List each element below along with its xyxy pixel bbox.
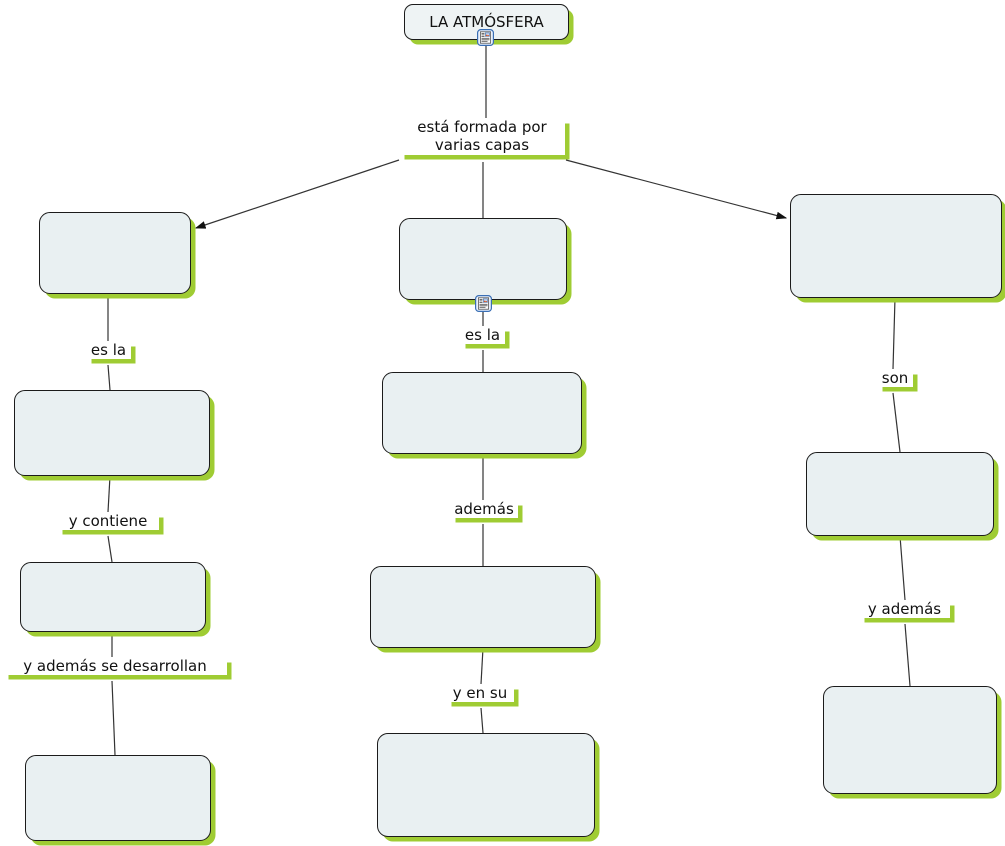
connector-e-lbl-right2 bbox=[892, 392, 901, 453]
linking-phrase-l-mid-3[interactable]: y en su bbox=[446, 684, 514, 702]
concept-node-n-right2[interactable] bbox=[806, 452, 994, 536]
connector-e-phrase-to-left bbox=[194, 159, 400, 229]
linking-phrase-l-left-3[interactable]: y además se desarrollan bbox=[3, 657, 227, 675]
connector-e-right1-lbl bbox=[892, 297, 896, 370]
connector-e-lbl-left2 bbox=[107, 364, 111, 391]
concept-node-n-left3[interactable] bbox=[20, 562, 206, 632]
concept-node-n-left2[interactable] bbox=[14, 390, 210, 476]
concept-node-n-left4[interactable] bbox=[25, 755, 211, 841]
connector-e-mid3-lbl bbox=[480, 647, 484, 685]
concept-node-n-mid1[interactable] bbox=[399, 218, 567, 300]
connector-e-lbl-right3 bbox=[904, 623, 911, 687]
linking-phrase-l-right-1[interactable]: son bbox=[877, 369, 913, 387]
concept-node-n-right3[interactable] bbox=[823, 686, 997, 794]
concept-node-n-left1[interactable] bbox=[39, 212, 191, 294]
concept-node-n-mid2[interactable] bbox=[382, 372, 582, 454]
connector-e-left2-lbl bbox=[107, 475, 111, 513]
linking-phrase-l-left-1[interactable]: es la bbox=[86, 341, 131, 359]
linking-phrase-l-left-2[interactable]: y contiene bbox=[57, 512, 159, 530]
connector-e-lbl-mid4 bbox=[480, 707, 484, 734]
resource-note-icon[interactable] bbox=[475, 295, 492, 312]
connector-e-lbl-left4 bbox=[111, 680, 116, 756]
concept-node-n-mid4[interactable] bbox=[377, 733, 595, 837]
resource-note-icon[interactable] bbox=[477, 29, 494, 46]
concept-node-label: LA ATMÓSFERA bbox=[429, 13, 544, 31]
connector-e-right2-lbl bbox=[899, 535, 906, 601]
connector-e-phrase-to-right bbox=[565, 159, 788, 220]
connector-e-lbl-left3 bbox=[107, 535, 113, 563]
concept-node-n-mid3[interactable] bbox=[370, 566, 596, 648]
concept-node-n-right1[interactable] bbox=[790, 194, 1002, 298]
linking-phrase-l-mid-2[interactable]: además bbox=[450, 500, 518, 518]
linking-phrase-l-mid-1[interactable]: es la bbox=[460, 326, 505, 344]
linking-phrase-l-right-2[interactable]: y además bbox=[859, 600, 950, 618]
linking-phrase-l-root[interactable]: está formada por varias capas bbox=[399, 118, 565, 155]
